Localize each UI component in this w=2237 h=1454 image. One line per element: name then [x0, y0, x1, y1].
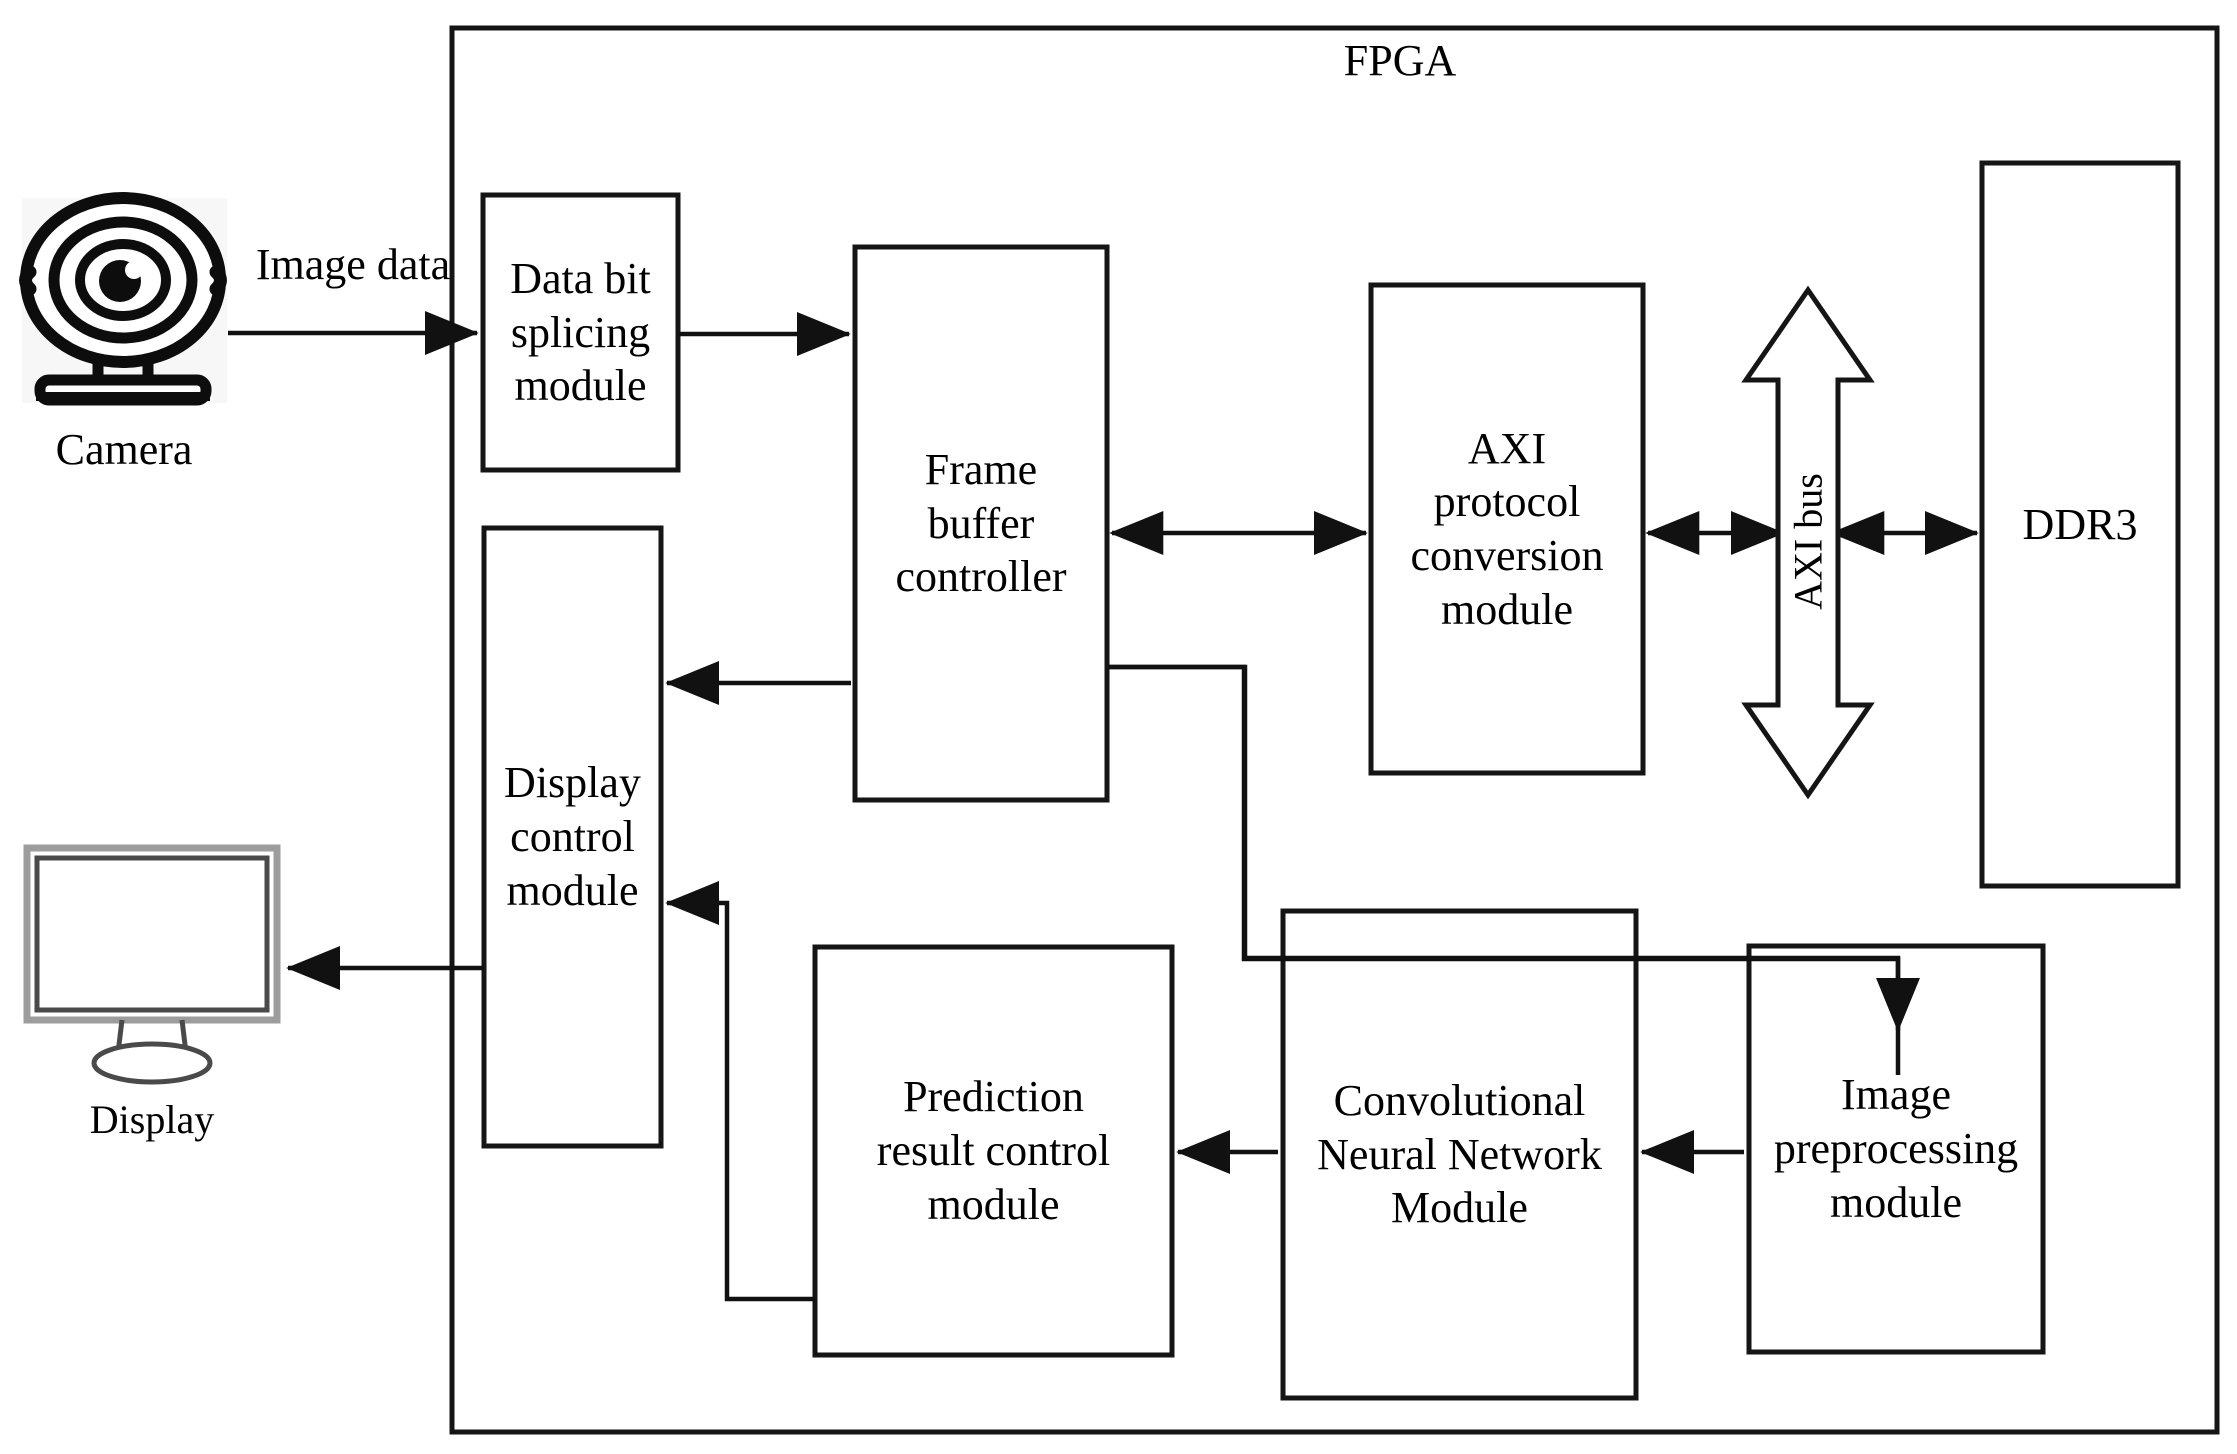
monitor-icon: [23, 844, 281, 1085]
box-prediction-result-control-module[interactable]: [812, 944, 1175, 1358]
camera-label: Camera: [55, 425, 193, 474]
arrow-framebuffer-to-preprocessing-route: [1107, 664, 1921, 1032]
box-frame-buffer-controller[interactable]: [852, 244, 1110, 803]
arrow-prediction-to-displaycontrol: [665, 880, 815, 1302]
axi-bus-double-arrow: [1741, 285, 1875, 800]
box-display-control-module[interactable]: [481, 525, 664, 1149]
display-label: Display: [89, 1097, 215, 1142]
box-data-bit-splicing-module[interactable]: [480, 192, 681, 473]
edge-label-axi-bus: AXI bus: [1785, 473, 1831, 610]
webcam-icon: [19, 192, 227, 406]
edge-label-image-data: Image data: [255, 240, 451, 289]
box-ddr3[interactable]: [1979, 160, 2181, 889]
box-convolutional-neural-network-module[interactable]: [1280, 908, 1639, 1401]
page-title: FPGA: [1343, 36, 1457, 85]
box-axi-protocol-conversion-module[interactable]: [1368, 282, 1646, 776]
